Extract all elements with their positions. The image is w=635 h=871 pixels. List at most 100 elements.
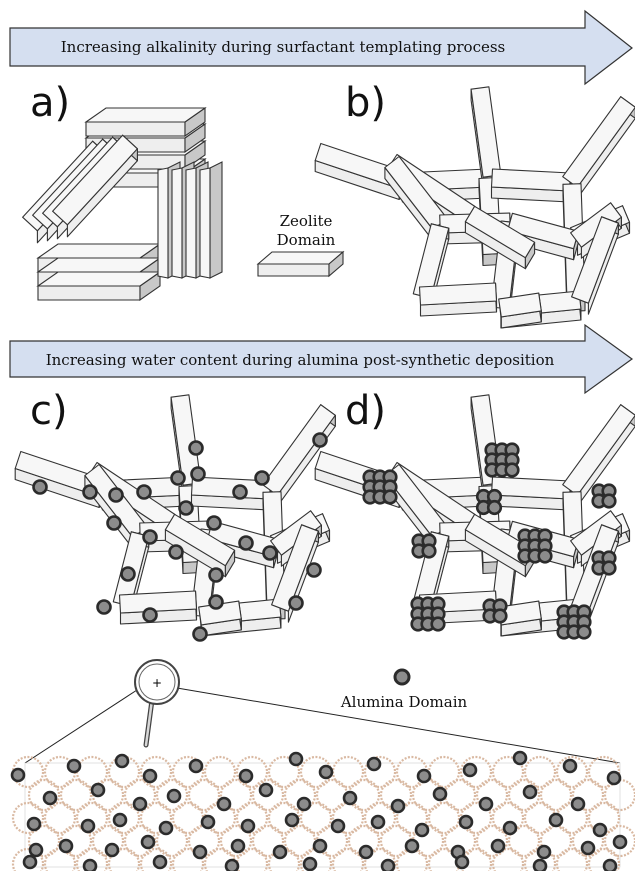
alumina-particle (170, 470, 186, 486)
zeolite-slab (464, 205, 536, 270)
framework-ring (251, 824, 285, 858)
panel-label-c: c) (30, 388, 68, 434)
framework-ring (491, 847, 525, 871)
framework-ring (267, 755, 301, 789)
slab-top-face (185, 167, 197, 279)
alumina-particle (132, 796, 148, 812)
alumina-particle (576, 624, 592, 640)
framework-ring (171, 847, 205, 871)
zeolite-slab (164, 513, 236, 578)
slab-top-face (570, 510, 622, 556)
framework-ring (459, 755, 493, 789)
top-arrow (9, 9, 633, 86)
panel-c-network (14, 394, 336, 642)
alumina-particle (462, 762, 478, 778)
framework-ring (219, 824, 253, 858)
alumina-legend-label: Alumina Domain (340, 693, 468, 711)
framework-ring (523, 755, 557, 789)
zeolite-slab (84, 106, 207, 138)
slab-top-face (36, 271, 162, 287)
framework-ring (75, 847, 109, 871)
slab-top-face (490, 476, 572, 500)
alumina-particle (108, 487, 124, 503)
slab-top-face (562, 96, 635, 188)
framework-ring (27, 824, 61, 858)
panel-label-d: d) (345, 388, 386, 434)
alumina-particle (82, 484, 98, 500)
alumina-particle (168, 544, 184, 560)
framework-ring (475, 824, 509, 858)
zeolite-domain-legend: Zeolite Domain (256, 212, 345, 278)
zeolite-slab (36, 270, 162, 302)
alumina-particle (382, 489, 398, 505)
panel-a-stacked-zeolite (22, 106, 223, 302)
framework-ring (587, 847, 621, 871)
alumina-particle (112, 812, 128, 828)
zeolite-legend-line2: Domain (277, 231, 336, 249)
middle-arrow-label: Increasing water content during alumina … (46, 351, 555, 369)
alumina-particle (230, 838, 246, 854)
alumina-particle (458, 814, 474, 830)
zoom-line-right (176, 687, 621, 764)
framework-ring (203, 755, 237, 789)
alumina-particle (142, 529, 158, 545)
framework-ring (91, 824, 125, 858)
slab-top-face (52, 134, 138, 226)
alumina-particle (302, 856, 318, 871)
alumina-particle (580, 840, 596, 856)
framework-ring (171, 755, 205, 789)
top-arrow-label: Increasing alkalinity during surfactant … (61, 38, 506, 56)
alumina-particle (486, 499, 503, 516)
framework-ring (555, 847, 589, 871)
slab-top-face (490, 168, 572, 192)
alumina-particle (208, 594, 224, 610)
alumina-particle (318, 764, 334, 780)
panel-d-network (314, 394, 635, 640)
slab-top-face (570, 202, 622, 248)
alumina-particle (136, 484, 152, 500)
alumina-particle (232, 484, 248, 500)
slab-top-face (571, 216, 619, 304)
framework-ring (347, 824, 381, 858)
alumina-particle (312, 838, 328, 854)
alumina-particle (306, 562, 322, 578)
zeolite-slab (490, 476, 572, 511)
alumina-particle (206, 515, 222, 531)
framework-ring (43, 801, 77, 835)
zeolite-slab (198, 600, 242, 637)
slab-top-face (464, 513, 536, 567)
framework-ring (123, 778, 157, 812)
alumina-particle (120, 566, 136, 582)
alumina-particle (216, 796, 232, 812)
zeolite-legend-line1: Zeolite (280, 212, 333, 230)
alumina-particle (114, 753, 130, 769)
alumina-particle (224, 858, 240, 871)
slab-top-face (171, 167, 183, 279)
framework-ring (187, 778, 221, 812)
alumina-particle (262, 545, 278, 561)
framework-ring (299, 801, 333, 835)
framework-ring (395, 801, 429, 835)
zeolite-slab (562, 96, 635, 199)
alumina-particle (238, 535, 254, 551)
framework-ring (235, 801, 269, 835)
slab-top-face (198, 600, 242, 626)
alumina-particle (96, 599, 112, 615)
framework-ring (587, 801, 621, 835)
framework-ring (571, 824, 605, 858)
alumina-particle (592, 822, 608, 838)
zeolite-slab (118, 590, 198, 625)
framework-ring (139, 847, 173, 871)
slab-top-face (36, 243, 162, 259)
zeolite-slab (418, 282, 498, 317)
framework-ring (379, 778, 413, 812)
alumina-particle (562, 758, 578, 774)
alumina-particle (370, 814, 386, 830)
alumina-particle (504, 462, 520, 478)
alumina-particle (82, 858, 98, 871)
zeolite-slab (199, 161, 223, 279)
alumina-particle (272, 844, 288, 860)
framework-rings (11, 755, 635, 871)
slab-top-face (470, 86, 502, 178)
alumina-particle (390, 798, 406, 814)
